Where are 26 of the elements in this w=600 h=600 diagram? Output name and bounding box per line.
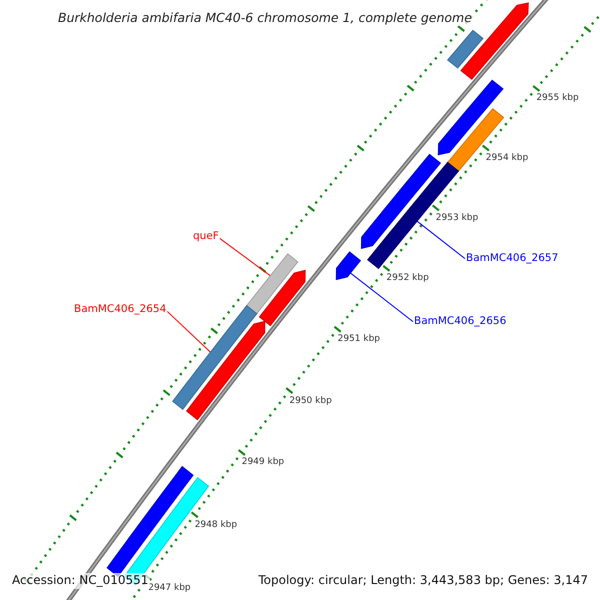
- gene-label: queF: [193, 230, 219, 242]
- map-title: Burkholderia ambifaria MC40-6 chromosome 1, complete genome: [55, 9, 475, 26]
- gene-bar: [367, 162, 460, 270]
- gene-label: BamMC406_2654: [74, 303, 166, 316]
- scale-label: 2955 kbp: [536, 93, 579, 104]
- scale-label: 2947 kbp: [148, 582, 191, 593]
- leader-line: [166, 310, 211, 353]
- scale-label: 2953 kbp: [436, 212, 478, 224]
- scale-label: 2951 kbp: [338, 334, 380, 345]
- genome-info-text: Topology: circular; Length: 3,443,583 bp; Genes: 3,147: [256, 573, 590, 589]
- gene-block: [336, 251, 362, 280]
- scale-label: 2949 kbp: [242, 457, 284, 468]
- gene-label: BamMC406_2656: [414, 315, 506, 328]
- scale-label: 2950 kbp: [289, 396, 332, 406]
- scale-label: 2948 kbp: [194, 520, 238, 530]
- gene-block: [186, 320, 266, 420]
- leader-line: [219, 238, 271, 276]
- scale-label: 2952 kbp: [386, 273, 429, 284]
- accession-text: Accession: NC_010551: [10, 573, 150, 589]
- gene-bar: [446, 30, 484, 69]
- leader-line: [350, 272, 414, 322]
- scale-label: 2954 kbp: [486, 152, 528, 164]
- gene-block: [258, 270, 306, 326]
- leader-line: [416, 220, 466, 260]
- gene-label: BamMC406_2657: [466, 252, 558, 264]
- gene-bar: [172, 304, 258, 410]
